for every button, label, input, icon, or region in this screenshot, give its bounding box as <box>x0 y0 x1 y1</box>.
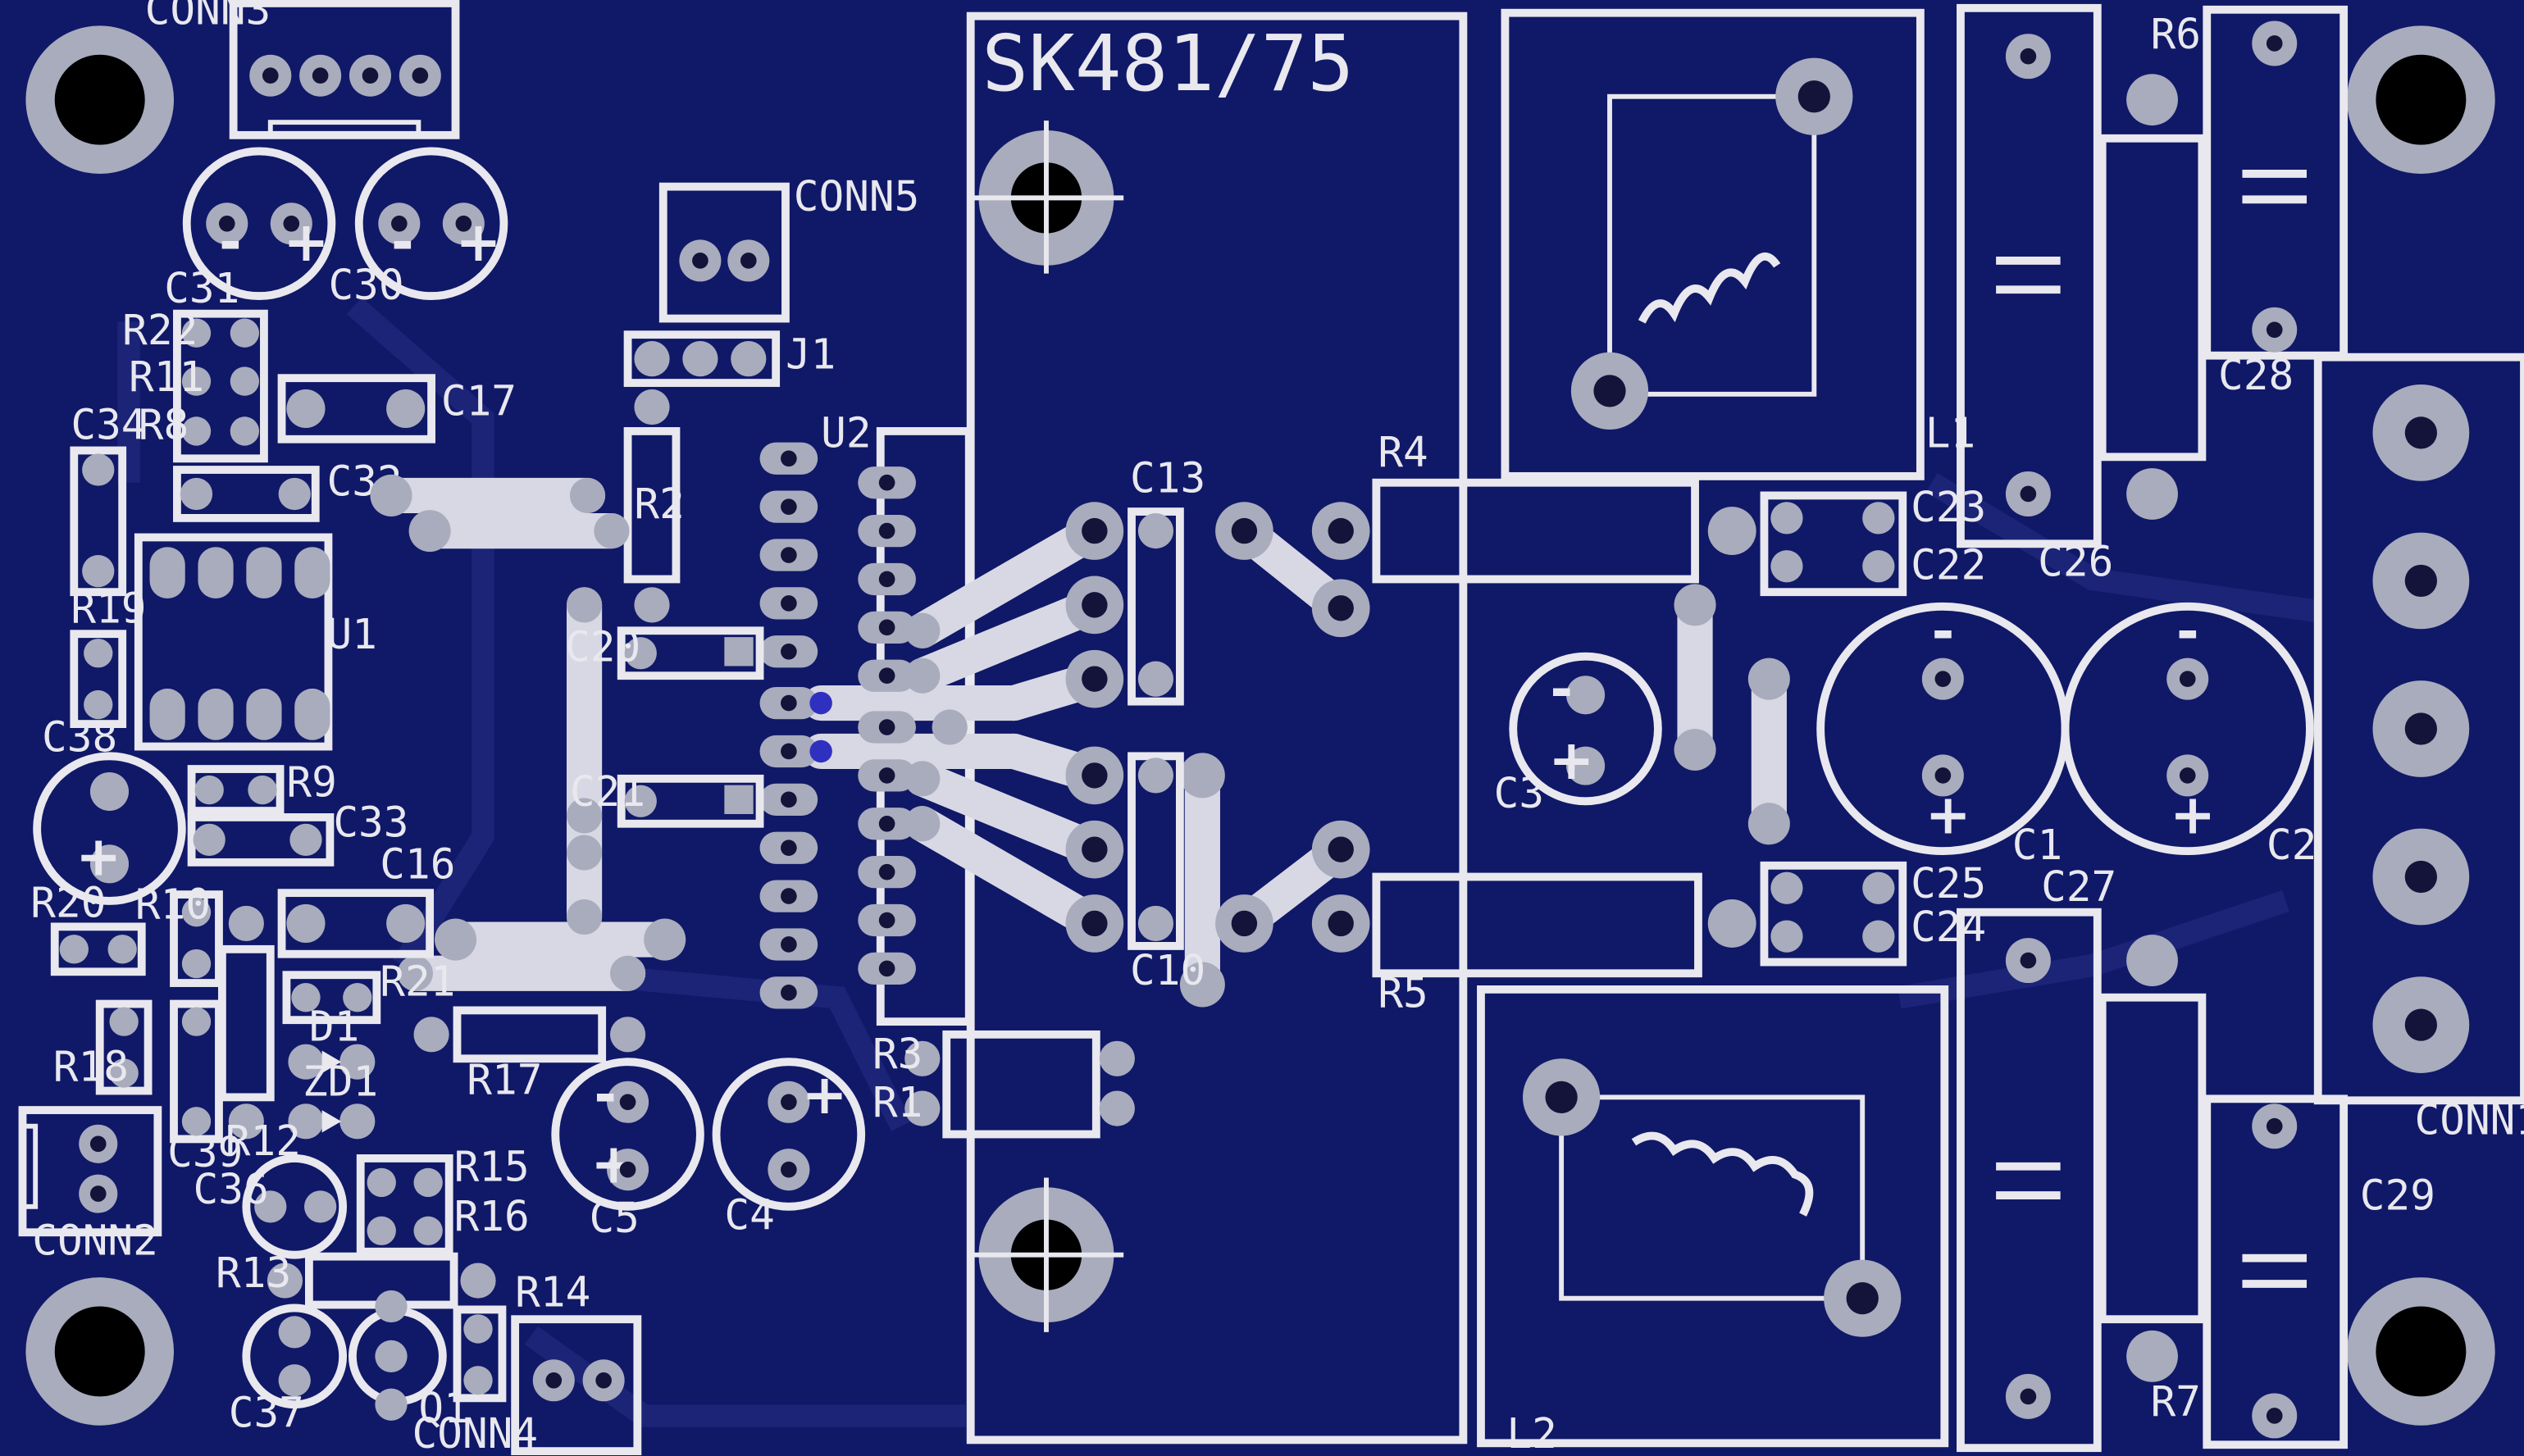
r17-label: R17 <box>467 1056 542 1104</box>
c36-label: C36 <box>194 1166 269 1214</box>
conn4-label: CONN4 <box>412 1410 539 1456</box>
r6-label: R6 <box>2151 11 2201 59</box>
c27-label: C27 <box>2041 863 2116 912</box>
r18-label: R18 <box>53 1044 129 1092</box>
c4-plus: + <box>802 1062 848 1126</box>
c20-label: C20 <box>565 624 640 672</box>
c22-label: C22 <box>1911 541 1986 589</box>
r20-label: R20 <box>30 880 106 928</box>
c3-plus: + <box>1548 728 1594 792</box>
c1-plus: + <box>1925 783 1971 847</box>
conn1-label: CONN1 <box>2415 1097 2524 1145</box>
c5-minus: - <box>594 1062 617 1126</box>
c1-minus: - <box>1932 599 1955 663</box>
c2-minus: - <box>2176 599 2199 663</box>
c29-label: C29 <box>2360 1172 2435 1221</box>
r14-label: R14 <box>515 1269 590 1317</box>
r8-label: R8 <box>139 402 189 450</box>
r10-label: R10 <box>135 881 211 930</box>
inner-layer-traces <box>117 297 2320 1427</box>
r11-label: R11 <box>129 353 204 402</box>
r16-label: R16 <box>454 1193 530 1241</box>
u2-label: U2 <box>821 410 871 458</box>
u1-label: U1 <box>326 611 376 659</box>
d1-label: D1 <box>309 1003 359 1052</box>
zd1-label: ZD1 <box>303 1058 378 1106</box>
r22-label: R22 <box>122 307 198 355</box>
u2-power-amp-ic: U2 <box>759 410 968 1009</box>
r3-label: R3 <box>872 1031 923 1079</box>
c13-label: C13 <box>1130 455 1205 503</box>
c3-label: C3 <box>1494 770 1544 818</box>
c38-plus: + <box>75 825 121 889</box>
c5-label: C5 <box>589 1194 639 1243</box>
c28-label: C28 <box>2218 352 2294 400</box>
c3-minus: - <box>1550 657 1573 721</box>
c34-label: C34 <box>71 402 146 450</box>
output-filter: C13 C10 R4 R5 L1 L2 - + C3 C23 C22 C25 C… <box>1065 3 2524 1456</box>
conn5-label: CONN5 <box>794 173 920 221</box>
c30-label: C30 <box>328 262 403 310</box>
c25-label: C25 <box>1911 860 1986 908</box>
r1-label: R1 <box>872 1079 923 1127</box>
r4-label: R4 <box>1378 429 1428 477</box>
r2-label: R2 <box>634 480 684 529</box>
c23-label: C23 <box>1911 484 1986 532</box>
c21-label: C21 <box>570 768 645 817</box>
c10-label: C10 <box>1130 947 1205 995</box>
conn2-label: CONN2 <box>32 1217 158 1266</box>
drill-holes <box>89 35 2283 1424</box>
mounting-holes <box>25 25 2495 1426</box>
r7-label: R7 <box>2151 1378 2201 1426</box>
c1-label: C1 <box>2012 821 2062 870</box>
c17-label: C17 <box>441 377 517 425</box>
l2-label: L2 <box>1506 1410 1556 1456</box>
c37-label: C37 <box>229 1390 304 1438</box>
r19-label: R19 <box>71 585 146 633</box>
conn3-label: CONN3 <box>145 0 271 34</box>
heatsink-label: SK481/75 <box>982 20 1354 109</box>
c26-label: C26 <box>2038 539 2113 587</box>
r13-label: R13 <box>216 1249 291 1298</box>
r9-label: R9 <box>286 758 336 807</box>
r5-label: R5 <box>1378 969 1428 1017</box>
r21-label: R21 <box>380 958 455 1007</box>
c39-label: C39 <box>167 1129 243 1177</box>
l1-label: L1 <box>1925 410 1975 458</box>
c33-label: C33 <box>333 799 408 847</box>
j1-label: J1 <box>786 330 836 379</box>
heatsink-sk481: SK481/75 <box>876 11 1468 1445</box>
r15-label: R15 <box>454 1143 530 1191</box>
c16-label: C16 <box>380 840 455 889</box>
c2-plus: + <box>2170 783 2216 847</box>
c2-label: C2 <box>2267 821 2317 870</box>
c4-label: C4 <box>724 1191 774 1240</box>
c38-label: C38 <box>42 713 117 762</box>
c31-label: C31 <box>164 265 239 313</box>
